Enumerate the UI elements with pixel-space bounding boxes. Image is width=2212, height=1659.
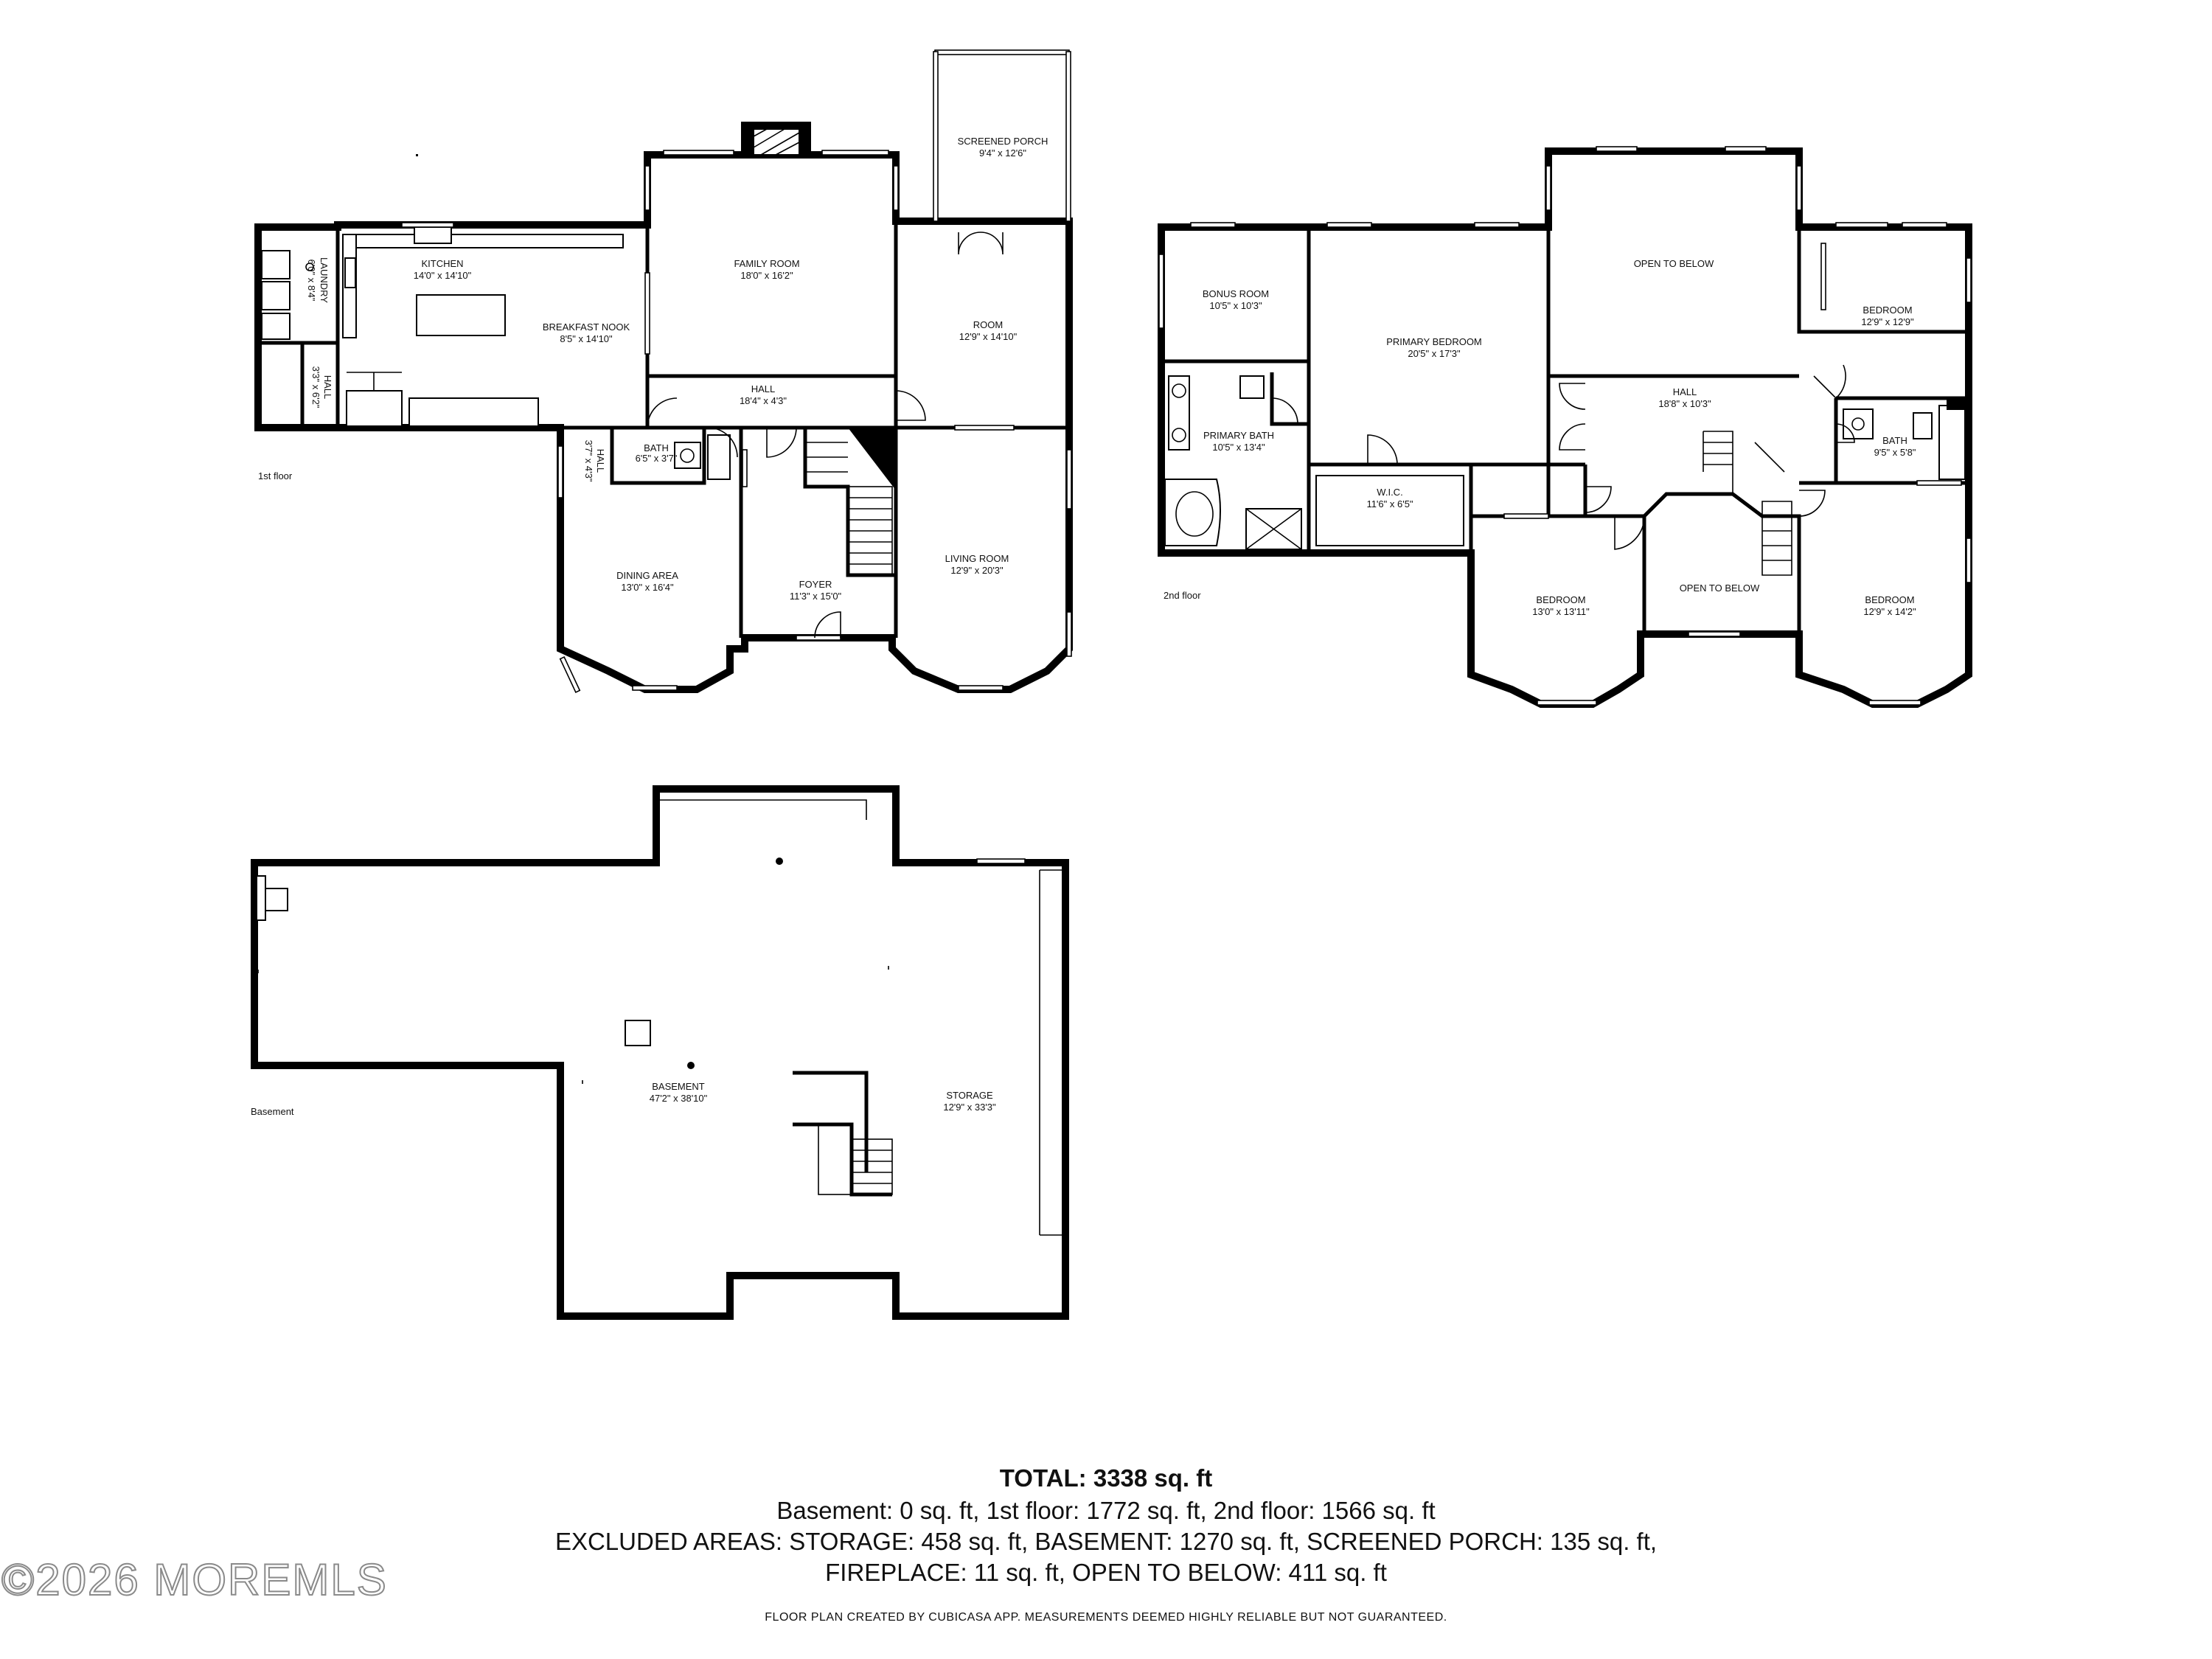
room-living-room-name: LIVING ROOM [945,553,1009,564]
watermark: ©2026 MOREMLS [1,1554,388,1605]
closet-walls [1546,465,1587,518]
room-bedroom-s2-size: 12'9" x 14'2" [1863,606,1916,617]
room-screened-porch-size: 9'4" x 12'6" [979,147,1026,159]
room-laundry-name: LAUNDRY [319,257,330,303]
room-bedroom-s2-name: BEDROOM [1865,594,1914,605]
first-floor-doors [647,232,1004,639]
basement-window [976,858,1026,864]
basement-stairs [818,1124,893,1195]
porch-screen-right [1065,51,1071,222]
second-floor-doors [1271,310,1855,550]
kitchen-fixtures [342,154,624,427]
bath-walls [610,428,706,485]
second-floor-stairs [1703,431,1792,576]
basement-column-1 [776,858,783,865]
first-floor-windows [401,150,1072,693]
laundry-hall-wall [258,341,338,428]
room-basement-size: 47'2" x 38'10" [650,1093,708,1104]
summary-total: TOTAL: 3338 sq. ft [999,1464,1213,1492]
room-dining-area-size: 13'0" x 16'4" [621,582,674,593]
room-hall-small-size: 3'3" x 6'2" [310,366,321,408]
room-storage-size: 12'9" x 33'3" [943,1102,996,1113]
room-bath-2-size: 9'5" x 5'8" [1874,447,1916,458]
first-bath-fixtures [674,434,731,480]
first-floor-plan: 1st floor KITCHEN 14'0" x 14'10" LAUNDRY… [254,49,1073,693]
basement-sump [625,1020,651,1046]
second-floor-exterior-wall [1158,147,1972,708]
second-floor-plan: 2nd floor BONUS ROOM 10'5" x 10'3" PRIMA… [1158,146,1972,708]
floor-label-2nd: 2nd floor [1164,590,1201,601]
room-bedroom-ne-name: BEDROOM [1863,305,1912,316]
laundry-fixtures [261,250,314,340]
second-floor-windows [1158,146,1972,706]
room-family-room-size: 18'0" x 16'2" [740,270,793,281]
basement-plan: Basement BASEMENT 47'2" x 38'10" STORAGE… [251,785,1069,1320]
floor-label-basement: Basement [251,1106,294,1117]
basement-exterior-wall [251,785,1069,1320]
room-primary-bedroom-name: PRIMARY BEDROOM [1386,336,1482,347]
room-bath-2-name: BATH [1882,435,1907,446]
room-hall-small-name: HALL [322,375,333,400]
open-below-mid-walls [1643,492,1801,634]
basement-utility [265,888,288,911]
porch-screen-top [934,49,1070,55]
room-foyer-name: FOYER [799,579,832,590]
room-bonus-room-size: 10'5" x 10'3" [1209,300,1262,311]
room-dining-area-name: DINING AREA [616,570,678,581]
primary-bath-fixtures [1164,375,1464,550]
room-wic-size: 11'6" x 6'5" [1366,498,1413,509]
room-storage-name: STORAGE [946,1090,993,1101]
summary-excluded-areas: EXCLUDED AREAS: STORAGE: 458 sq. ft, BAS… [554,1528,1658,1555]
room-hall-1-size: 18'4" x 4'3" [740,395,787,406]
stair-landing-fill [848,428,896,490]
room-living-room-size: 12'9" x 20'3" [950,565,1004,576]
first-floor-stairs [805,442,893,576]
summary-excluded-areas-cont: FIREPLACE: 11 sq. ft, OPEN TO BELOW: 411… [825,1559,1387,1586]
room-wic-name: W.I.C. [1377,487,1402,498]
room-hall-1-name: HALL [751,383,776,394]
room-kitchen-size: 14'0" x 14'10" [414,270,472,281]
basement-marks [257,966,889,1084]
room-foyer-size: 11'3" x 15'0" [790,591,842,602]
room-room-name: ROOM [973,319,1003,330]
summary-credit: FLOOR PLAN CREATED BY CUBICASA APP. MEAS… [765,1611,1447,1624]
room-bonus-room-name: BONUS ROOM [1203,288,1269,299]
bedroom-ne-walls [1797,227,1969,334]
room-breakfast-nook-size: 8'5" x 14'10" [560,333,613,344]
room-room-size: 12'9" x 14'10" [959,331,1018,342]
room-hall-vertical-size: 3'7" x 4'3" [583,440,594,482]
basement-vent [256,875,266,921]
room-hall-vertical-name: HALL [595,449,606,473]
fireplace-hatch [753,128,800,156]
basement-column-2 [687,1062,695,1069]
room-bedroom-s1-size: 13'0" x 13'11" [1532,606,1590,617]
room-bedroom-ne-size: 12'9" x 12'9" [1861,316,1914,327]
basement-ledge [656,799,867,820]
room-open-to-below-top-name: OPEN TO BELOW [1634,258,1714,269]
summary-floor-areas: Basement: 0 sq. ft, 1st floor: 1772 sq. … [776,1497,1436,1524]
basement-stair-walls [793,1071,892,1197]
room-open-to-below-mid-name: OPEN TO BELOW [1680,582,1760,594]
room-laundry-size: 6'0" x 8'4" [306,260,317,302]
room-basement-name: BASEMENT [652,1081,705,1092]
floor-label-1st: 1st floor [258,470,293,481]
room-bath-1-size: 6'5" x 3'7" [636,453,678,464]
room-hall-2-name: HALL [1673,386,1697,397]
room-breakfast-nook-name: BREAKFAST NOOK [543,321,630,333]
room-kitchen-name: KITCHEN [421,258,463,269]
storage-shelf [1040,869,1062,1236]
second-bath-fixtures [1843,400,1969,480]
room-family-room-name: FAMILY ROOM [734,258,799,269]
room-hall-2-size: 18'8" x 10'3" [1658,398,1711,409]
room-primary-bedroom-size: 20'5" x 17'3" [1408,348,1461,359]
room-primary-bath-name: PRIMARY BATH [1203,430,1274,441]
room-screened-porch-name: SCREENED PORCH [958,136,1048,147]
bath-2-walls [1834,396,1969,483]
room-bath-1-name: BATH [644,442,669,453]
porch-screen-left [933,51,939,222]
room-bedroom-s1-name: BEDROOM [1536,594,1585,605]
room-primary-bath-size: 10'5" x 13'4" [1212,442,1265,453]
